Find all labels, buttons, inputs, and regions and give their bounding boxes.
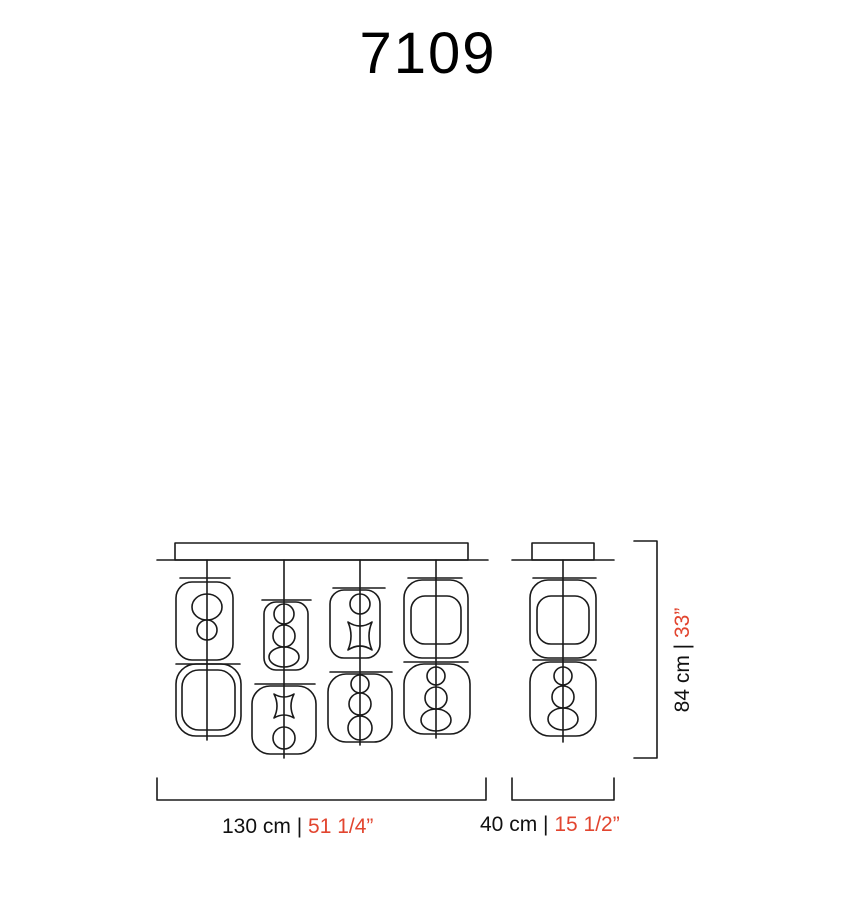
dimension-width-side-line	[511, 777, 615, 801]
height-separator: |	[671, 643, 694, 650]
pendant-column-2	[251, 559, 317, 759]
width-main-label: 130 cm | 51 1/4”	[222, 814, 373, 840]
height-metric: 84 cm	[671, 655, 694, 713]
width-main-metric: 130 cm	[222, 815, 291, 838]
width-main-separator: |	[296, 815, 303, 838]
model-number-title: 7109	[359, 21, 497, 86]
pendant-column-4	[403, 559, 471, 739]
dimension-height-line	[633, 540, 658, 759]
width-main-imperial: 51 1/4”	[308, 815, 374, 838]
pendant-column-1	[175, 559, 242, 741]
side-canopy	[531, 542, 595, 561]
dimension-width-main-line	[156, 777, 487, 801]
front-view	[156, 542, 489, 759]
front-canopy	[174, 542, 469, 561]
pendant-column-3	[327, 559, 393, 746]
width-side-label: 40 cm | 15 1/2”	[480, 812, 620, 838]
width-side-metric: 40 cm	[480, 813, 538, 836]
height-label: 84 cm | 33”	[670, 608, 696, 713]
width-side-imperial: 15 1/2”	[554, 813, 620, 836]
width-side-separator: |	[543, 813, 549, 836]
side-view	[511, 542, 615, 743]
height-imperial: 33”	[671, 607, 694, 639]
